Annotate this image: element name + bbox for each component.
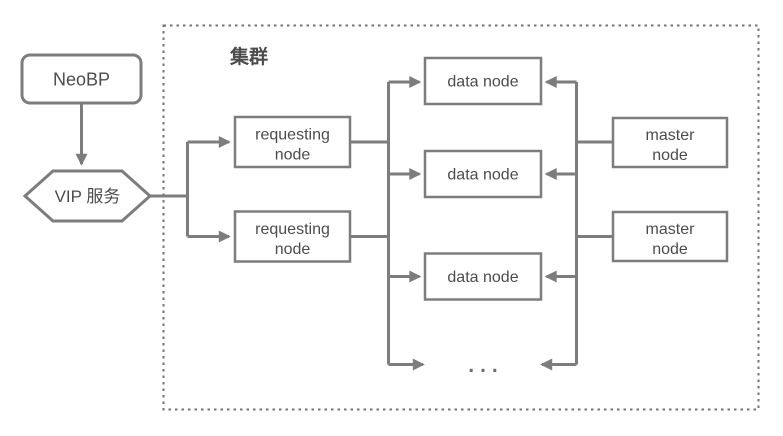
data-node-1-label: data node <box>447 74 518 91</box>
requesting-node-2: requesting node <box>233 210 352 263</box>
requesting-node-2-box <box>233 210 352 263</box>
more-nodes-ellipsis: ... <box>468 354 504 377</box>
master-node-1-label-line2: node <box>652 147 688 164</box>
data-node-3-label: data node <box>447 269 518 286</box>
requesting-node-2-label-line2: node <box>275 241 311 258</box>
requesting-node-2-label-line1: requesting <box>255 221 330 238</box>
requesting-node-1-box <box>233 115 352 169</box>
master-node-1-label-line1: master <box>646 127 696 144</box>
requesting-node-1: requesting node <box>233 115 352 169</box>
cluster-title: 集群 <box>229 45 268 68</box>
data-node-3: data node <box>423 252 543 301</box>
master-node-1-box <box>611 116 729 169</box>
data-node-2-label: data node <box>447 167 518 184</box>
data-node-2-box <box>423 149 543 199</box>
data-node-1-box <box>423 56 543 106</box>
data-node-1: data node <box>423 56 543 106</box>
neobp-label: NeoBP <box>53 70 110 90</box>
requesting-node-1-label-line2: node <box>275 147 311 164</box>
master-node-2-box <box>611 210 729 263</box>
data-node-3-box <box>423 252 543 301</box>
data-node-2: data node <box>423 149 543 199</box>
requesting-node-1-label-line1: requesting <box>255 127 330 144</box>
master-node-2: master node <box>611 210 729 263</box>
master-node-2-label-line2: node <box>652 241 688 258</box>
vip-label: VIP 服务 <box>55 187 121 206</box>
master-node-2-label-line1: master <box>646 221 696 238</box>
master-node-1: master node <box>611 116 729 169</box>
